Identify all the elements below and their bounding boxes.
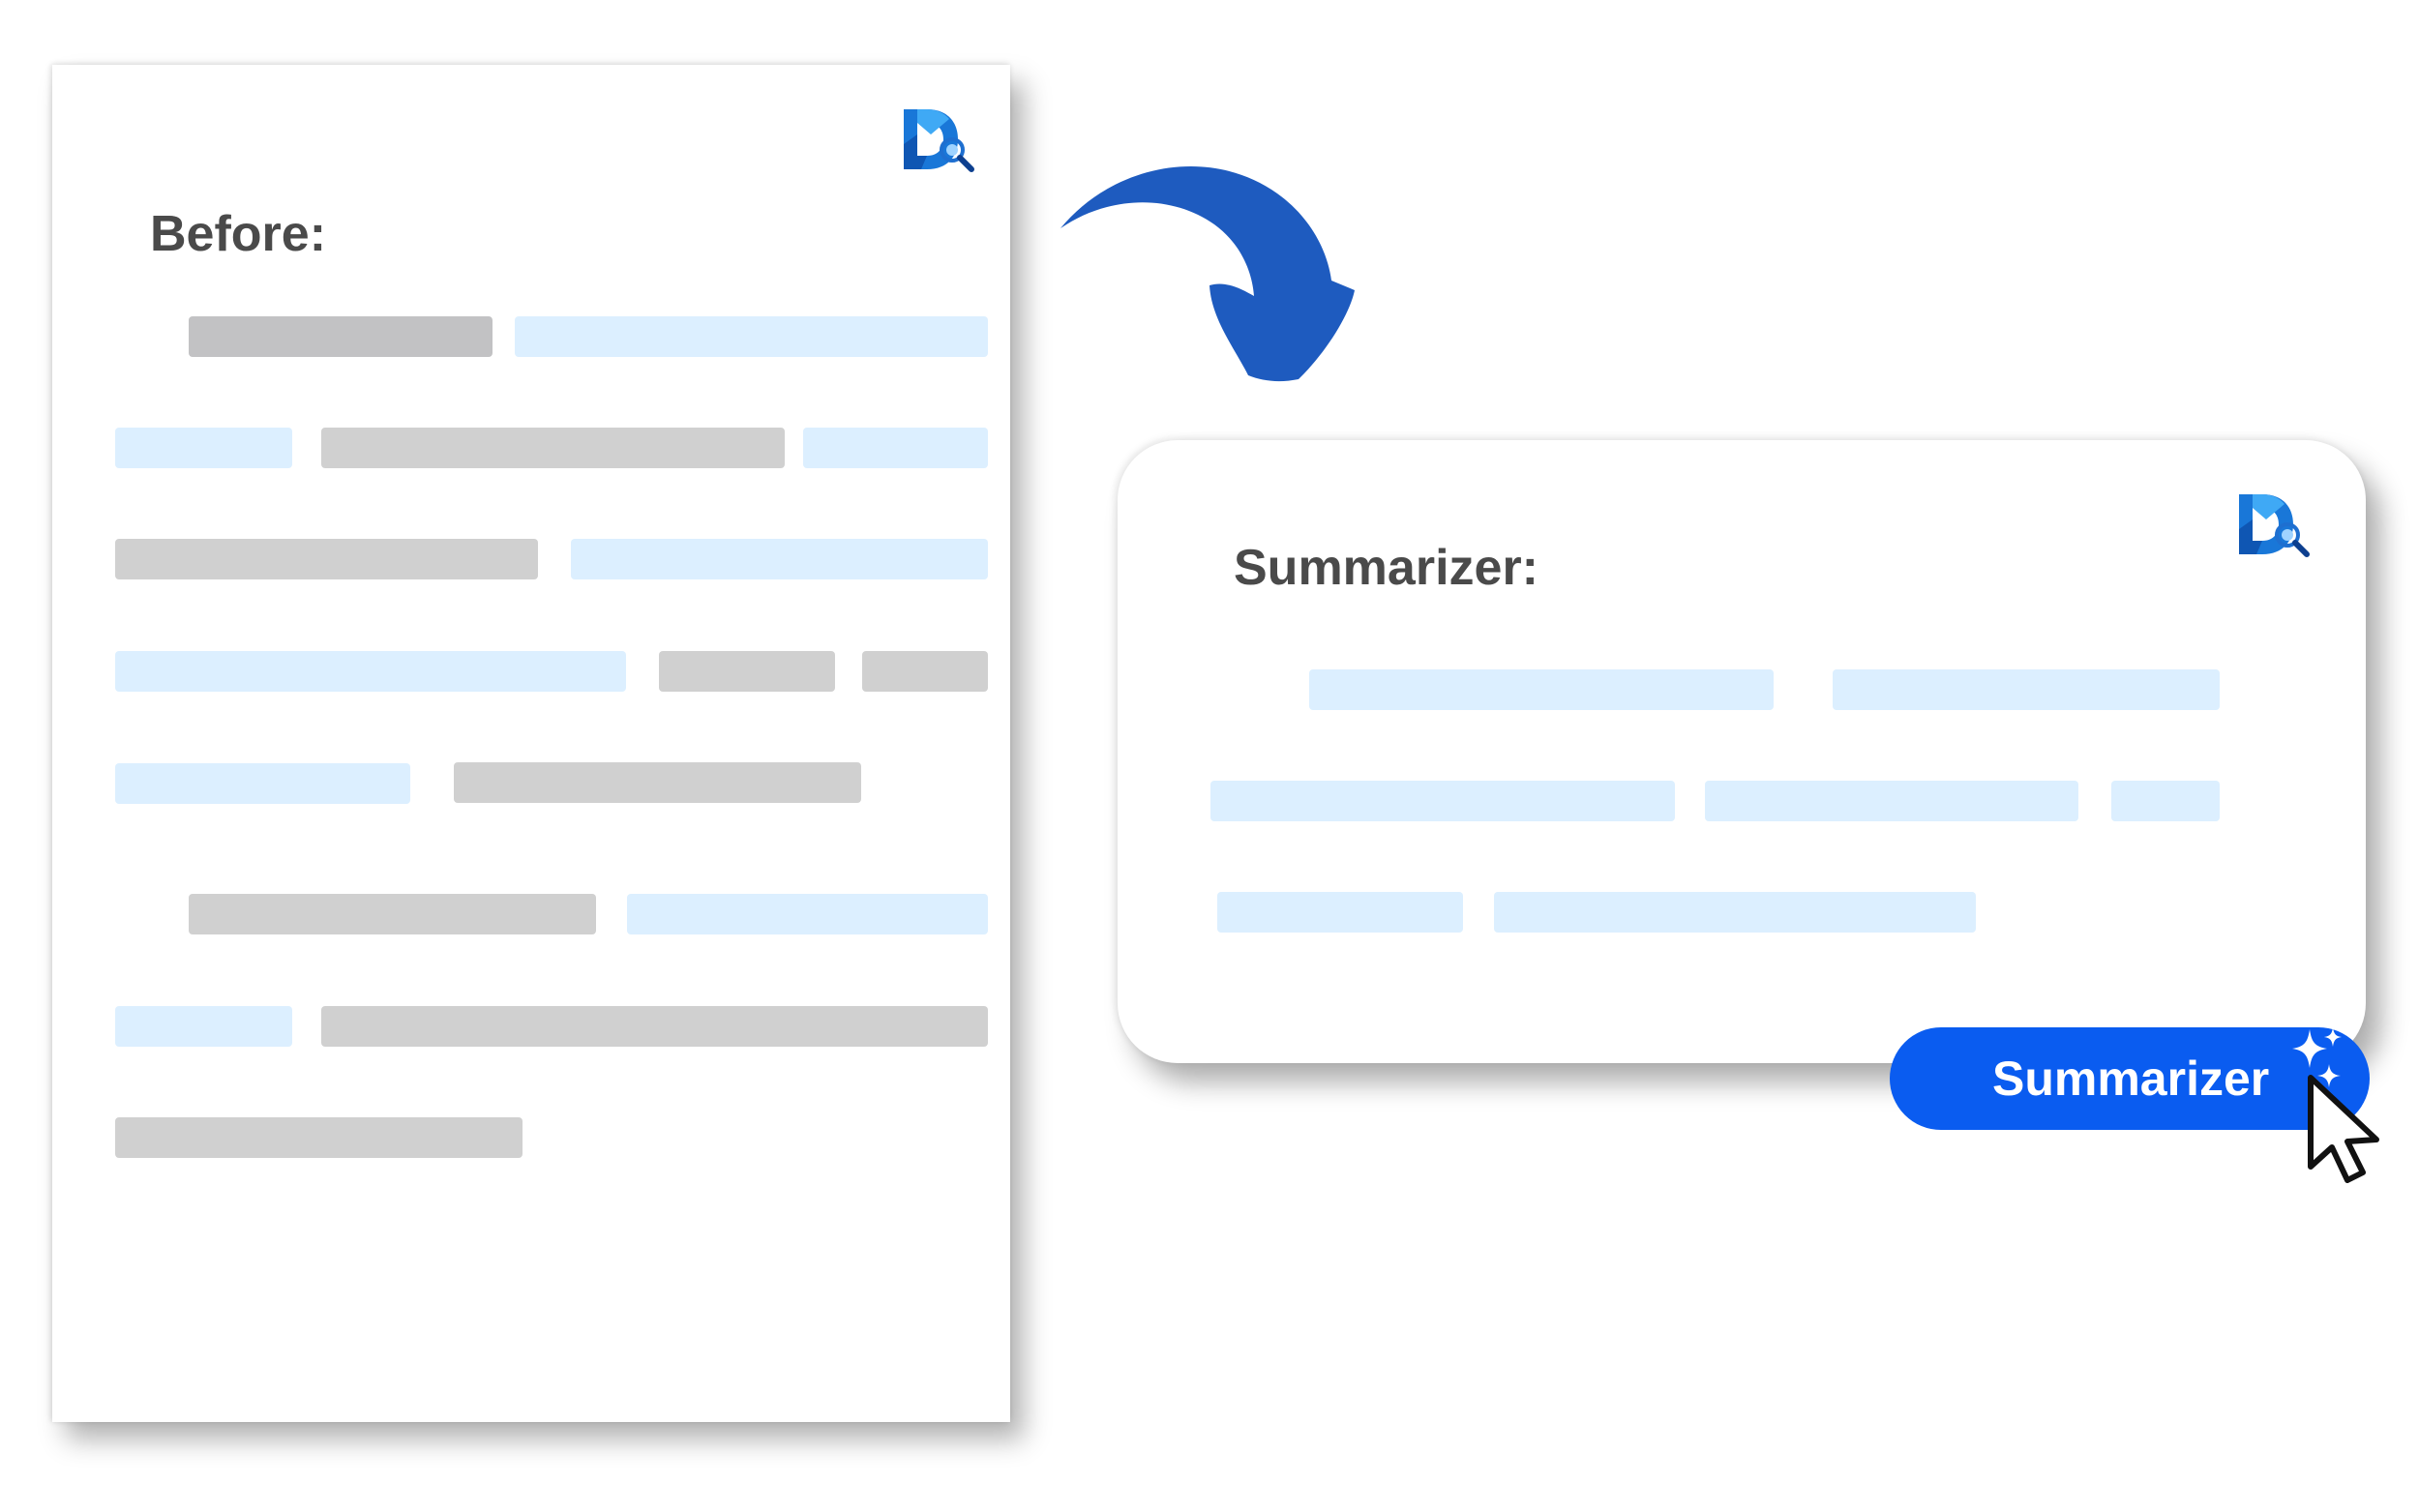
placeholder-line xyxy=(659,651,835,692)
placeholder-line xyxy=(115,428,292,468)
summary-line xyxy=(1705,781,2078,821)
summarizer-button[interactable]: Summarizer xyxy=(1890,1027,2370,1130)
mouse-pointer-icon xyxy=(2308,1075,2379,1183)
summary-line xyxy=(1217,892,1463,933)
placeholder-line xyxy=(115,1117,523,1158)
before-document: Before: xyxy=(52,65,1010,1422)
placeholder-line xyxy=(189,894,596,934)
placeholder-line xyxy=(321,1006,988,1047)
brand-d-magnifier-icon xyxy=(904,109,974,172)
summary-line xyxy=(1309,669,1774,710)
summary-line xyxy=(2111,781,2220,821)
placeholder-line xyxy=(115,1006,292,1047)
placeholder-line xyxy=(189,316,493,357)
placeholder-line xyxy=(454,762,861,803)
curved-arrow-down-icon xyxy=(1060,166,1355,382)
placeholder-line xyxy=(515,316,988,357)
placeholder-line xyxy=(115,539,538,579)
before-heading: Before: xyxy=(150,206,327,262)
summary-line xyxy=(1210,781,1675,821)
placeholder-line xyxy=(627,894,988,934)
placeholder-line xyxy=(862,651,988,692)
summary-line xyxy=(1833,669,2220,710)
summarizer-heading: Summarizer: xyxy=(1234,540,1538,596)
placeholder-line xyxy=(803,428,988,468)
placeholder-line xyxy=(115,763,410,804)
brand-d-magnifier-icon xyxy=(2239,494,2310,557)
placeholder-line xyxy=(321,428,785,468)
placeholder-line xyxy=(571,539,988,579)
summarizer-card: Summarizer: xyxy=(1118,440,2366,1063)
summary-line xyxy=(1494,892,1976,933)
sparkle-icon xyxy=(2292,1027,2342,1087)
placeholder-line xyxy=(115,651,626,692)
